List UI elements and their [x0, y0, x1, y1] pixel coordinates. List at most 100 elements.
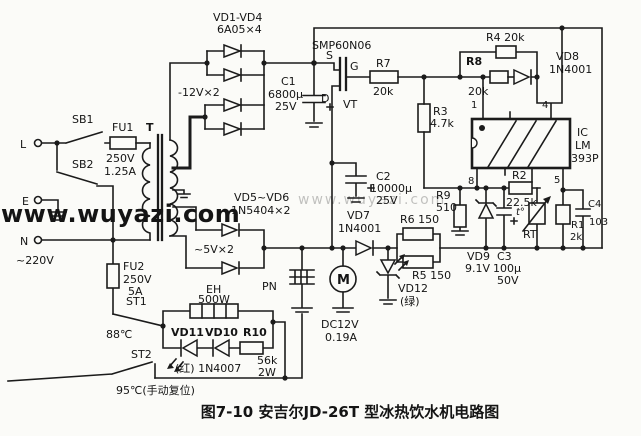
fuse-fu1 [109, 136, 137, 150]
label-vd12: VD12 [398, 282, 428, 295]
center-tap-ground [172, 189, 191, 199]
label-r1: R1 [571, 220, 584, 231]
fuse-fu2 [106, 263, 120, 289]
led-vd12 [379, 259, 397, 275]
label-c1: C1 [281, 75, 296, 88]
label-vd7: VD7 [347, 209, 370, 222]
label-vd9: VD9 [467, 250, 490, 263]
gate-network [369, 27, 563, 189]
label-rt-temp: t° [516, 207, 525, 218]
eh-segments [201, 303, 227, 319]
label-c2-val: 10000µ [370, 182, 412, 195]
comparator-network [423, 181, 591, 251]
resistor-r7 [369, 70, 399, 84]
label-fu2-amp: 5A [128, 285, 143, 298]
label-pn: PN [262, 280, 277, 293]
label-r1-val: 2k [570, 232, 582, 243]
label-c4-val: 103 [589, 217, 608, 228]
label-motor: M [337, 273, 350, 288]
label-terminal-l: L [20, 138, 27, 151]
mosfet-vt [313, 56, 371, 249]
label-transformer: T [146, 121, 154, 134]
label-st2-temp: 95℃(手动复位) [116, 383, 195, 397]
mains-input-section [33, 131, 151, 245]
secondary-mid-tap [171, 115, 207, 170]
ic-pin1-dot [479, 125, 485, 131]
label-r2: R2 [512, 169, 527, 182]
label-r8: R8 [466, 55, 482, 68]
label-mosfet-d: D [321, 92, 329, 105]
label-vd8-type: 1N4001 [549, 63, 592, 76]
label-c1-val: 6800µ [268, 88, 303, 101]
label-motor-amp: 0.19A [325, 331, 357, 344]
label-r9: R9 [436, 189, 451, 202]
resistor-r6 [402, 227, 434, 241]
label-r7: R7 [376, 57, 391, 70]
eh-loop [162, 310, 274, 349]
label-vd5-vd6-type: 1N5404×2 [231, 204, 290, 217]
labels-layer: L E N ~220V SB1 SB2 FU1 250V 1.25A T VD1… [16, 11, 608, 397]
secondary-winding [169, 139, 179, 237]
label-vd12-color: (绿) [400, 294, 420, 308]
label-mosfet-ref: VT [343, 98, 358, 111]
mosfet-drain-lead [331, 85, 341, 249]
label-st2: ST2 [131, 348, 152, 361]
label-rt: RT [523, 228, 537, 241]
label-c1-volt: 25V [275, 100, 297, 113]
label-ic-model2: 393P [571, 152, 599, 165]
ic-lm393p [470, 111, 572, 191]
label-ic-model: LM [575, 139, 591, 152]
transformer-core [156, 133, 164, 242]
label-pin4: 4 [542, 100, 548, 111]
label-r10: R10 [243, 326, 267, 339]
label-sb2: SB2 [72, 158, 94, 171]
zener-vd9 [477, 202, 495, 219]
primary-winding [141, 142, 151, 241]
resistor-r2 [508, 181, 533, 195]
secondary-5v-taps [169, 206, 197, 269]
peltier-pn [289, 247, 315, 313]
label-vd8: VD8 [556, 50, 579, 63]
label-r4: R4 20k [486, 31, 525, 44]
ic-pin-stubs [476, 111, 564, 191]
label-mosfet-g: G [350, 60, 359, 73]
rt-arrow [543, 196, 551, 204]
label-pin5: 5 [554, 175, 560, 186]
diode-vd5 [221, 222, 240, 238]
label-r10-val: 56k [257, 354, 278, 367]
figure-caption: 图7-10 安吉尔JD-26T 型冰热饮水机电路图 [201, 403, 500, 421]
label-fu1-amp: 1.25A [104, 165, 136, 178]
label-motor-volt: DC12V [321, 318, 359, 331]
resistor-r1 [555, 204, 571, 225]
label-st1-temp: 88℃ [106, 328, 132, 341]
label-winding-12v: -12V×2 [178, 86, 220, 99]
diode-vd7 [355, 239, 373, 257]
label-terminal-n: N [20, 235, 28, 248]
pin4-link [536, 27, 563, 120]
cap-c2 [331, 162, 375, 203]
label-mosfet-s: S [326, 49, 333, 62]
label-r3: R3 [433, 105, 448, 118]
transformer-t [141, 62, 208, 269]
label-terminal-e: E [22, 195, 29, 208]
label-r8-val: 20k [468, 85, 489, 98]
label-vd5-vd6: VD5~VD6 [234, 191, 289, 204]
label-c2-volt: 25V [376, 194, 398, 207]
r6-r5-parallel [396, 233, 441, 263]
heater-section [7, 239, 303, 382]
label-pin8: 8 [468, 176, 474, 187]
ic-hatch [486, 119, 558, 169]
ic-body [470, 117, 572, 170]
secondary-top-tap [169, 62, 208, 141]
sb1-switch [41, 131, 111, 144]
motor-leads [332, 247, 354, 313]
label-fu2: FU2 [123, 260, 144, 273]
led-vd11 [181, 338, 198, 358]
label-fu1: FU1 [112, 121, 133, 134]
watermark-text: www.wuyazi.com [1, 200, 240, 228]
label-vd11: VD11 [171, 326, 204, 339]
label-c3: C3 [497, 250, 512, 263]
resistor-r3 [417, 103, 431, 133]
r9-leads [451, 187, 469, 236]
